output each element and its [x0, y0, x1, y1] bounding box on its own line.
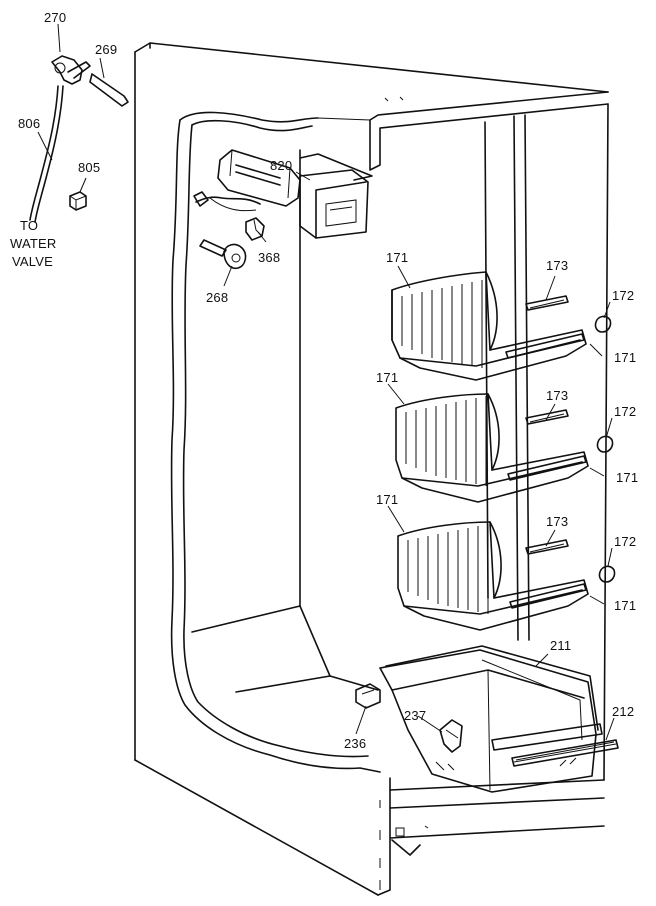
label-237: 237	[404, 708, 426, 723]
label-172-b: 172	[614, 404, 636, 419]
label-236: 236	[344, 736, 366, 751]
label-valve: VALVE	[12, 254, 53, 269]
cabinet-shell	[134, 42, 609, 896]
bottom-bin	[355, 645, 619, 793]
label-269: 269	[95, 42, 117, 57]
label-171-a: 171	[386, 250, 408, 265]
label-805: 805	[78, 160, 100, 175]
label-173-c: 173	[546, 514, 568, 529]
label-173-b: 173	[546, 388, 568, 403]
label-268: 268	[206, 290, 228, 305]
label-171-d: 171	[616, 470, 638, 485]
part-labels: 270 269 806 805 TO WATER VALVE 820 368 2…	[10, 10, 638, 751]
label-806: 806	[18, 116, 40, 131]
label-211: 211	[550, 638, 571, 653]
label-173-a: 173	[546, 258, 568, 273]
label-172-a: 172	[612, 288, 634, 303]
label-172-c: 172	[614, 534, 636, 549]
label-270: 270	[44, 10, 66, 25]
label-171-c: 171	[376, 370, 398, 385]
label-820: 820	[270, 158, 292, 173]
water-inlet-parts	[29, 55, 129, 223]
label-171-f: 171	[614, 598, 636, 613]
label-212: 212	[612, 704, 634, 719]
label-water: WATER	[10, 236, 57, 251]
leader-lines	[37, 23, 615, 741]
label-368: 368	[258, 250, 280, 265]
label-171-e: 171	[376, 492, 398, 507]
label-171-b: 171	[614, 350, 636, 365]
door-bin-1	[391, 271, 612, 381]
door-bin-2	[395, 393, 614, 503]
label-to: TO	[20, 218, 38, 233]
ice-maker-assembly	[193, 149, 373, 270]
door-bin-3	[397, 521, 616, 631]
liner-gasket	[170, 111, 381, 773]
